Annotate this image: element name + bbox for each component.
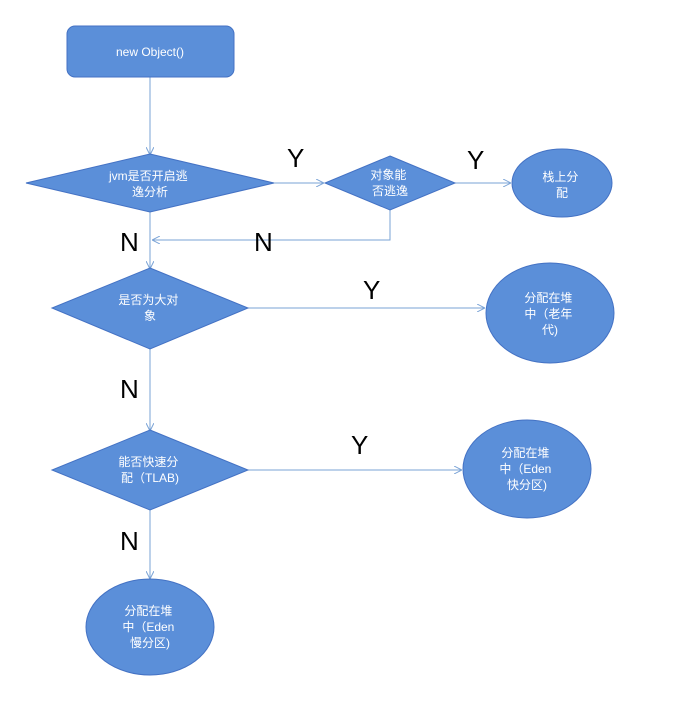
start-node xyxy=(66,25,235,78)
nodes xyxy=(25,25,615,676)
jvm-escape-enabled-label: jvm是否开启逃 逸分析 xyxy=(108,169,191,199)
heap-eden-slow-node xyxy=(85,578,215,676)
heap-old-gen-node xyxy=(485,262,615,364)
edge-label-escape-no: N xyxy=(254,227,273,257)
can-fast-alloc-decision xyxy=(50,429,250,511)
heap-eden-slow-label-line: 分配在堆 xyxy=(124,604,172,618)
heap-eden-fast-label-line: 快分区) xyxy=(507,478,547,492)
object-can-escape-decision xyxy=(323,155,457,211)
stack-alloc-label-line: 栈上分 xyxy=(542,169,578,184)
jvm-escape-enabled-decision xyxy=(25,153,275,213)
stack-alloc-node xyxy=(511,148,613,218)
is-large-object-label-line: 象 xyxy=(144,309,156,323)
edge-labels: Y Y N N Y N Y N xyxy=(120,143,484,556)
is-large-object-label: 是否为大对 象 xyxy=(118,293,181,323)
can-fast-alloc-label-line: 能否快速分 xyxy=(118,455,178,469)
heap-eden-fast-label-line: 分配在堆 xyxy=(501,446,549,460)
edge-label-escape-yes: Y xyxy=(467,145,484,175)
is-large-object-label-line: 是否为大对 xyxy=(118,293,178,307)
node-labels: new Object() jvm是否开启逃 逸分析 对象能 否逃逸 栈上分 配 … xyxy=(108,45,581,650)
heap-old-gen-label-line: 中（老年 xyxy=(524,306,572,321)
heap-eden-slow-label: 分配在堆 中（Eden 慢分区) xyxy=(122,604,177,650)
object-can-escape-label-line: 否逃逸 xyxy=(372,184,408,198)
object-can-escape-label-line: 对象能 xyxy=(370,168,406,182)
can-fast-alloc-label-line: 配（TLAB) xyxy=(121,471,179,485)
stack-alloc-label-line: 配 xyxy=(556,186,568,200)
start-node-label: new Object() xyxy=(116,45,184,59)
heap-old-gen-label-line: 代) xyxy=(542,323,558,337)
is-large-object-decision xyxy=(50,267,250,350)
heap-old-gen-label: 分配在堆 中（老年 代) xyxy=(524,291,575,337)
heap-eden-fast-node xyxy=(462,419,592,519)
heap-eden-fast-label: 分配在堆 中（Eden 快分区) xyxy=(499,446,554,492)
edge-label-fast-yes: Y xyxy=(351,430,368,460)
object-can-escape-label: 对象能 否逃逸 xyxy=(370,168,409,198)
heap-eden-fast-label-line: 中（Eden xyxy=(499,461,551,476)
stack-alloc-label: 栈上分 配 xyxy=(542,169,581,200)
edge-label-large-yes: Y xyxy=(363,275,380,305)
edges xyxy=(150,77,510,578)
can-fast-alloc-label: 能否快速分 配（TLAB) xyxy=(118,455,181,485)
jvm-escape-enabled-label-line: 逸分析 xyxy=(132,185,168,199)
heap-eden-slow-label-line: 中（Eden xyxy=(122,619,174,634)
edge-label-jvm-no: N xyxy=(120,227,139,257)
heap-old-gen-label-line: 分配在堆 xyxy=(524,291,572,305)
edge-label-large-no: N xyxy=(120,374,139,404)
edge-label-jvm-yes: Y xyxy=(287,143,304,173)
start-node-label-line: new Object() xyxy=(116,45,184,59)
edge-label-fast-no: N xyxy=(120,526,139,556)
edge-escape-no xyxy=(153,210,391,240)
jvm-escape-enabled-label-line: jvm是否开启逃 xyxy=(108,169,188,183)
heap-eden-slow-label-line: 慢分区) xyxy=(130,636,170,650)
